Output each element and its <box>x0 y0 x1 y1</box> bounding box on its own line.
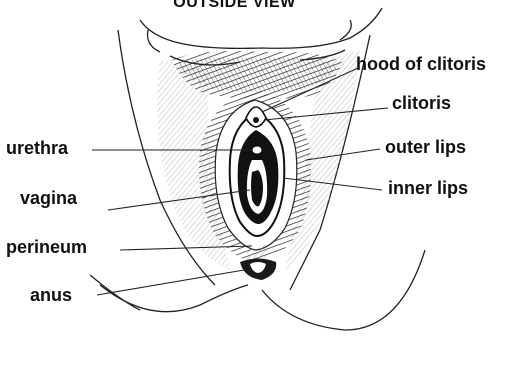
label-anus: anus <box>30 285 72 306</box>
label-inner-lips: inner lips <box>388 178 468 199</box>
label-vagina: vagina <box>20 188 77 209</box>
label-urethra: urethra <box>6 138 68 159</box>
urethra-opening <box>252 146 262 154</box>
diagram-title: OUTSIDE VIEW <box>0 0 494 12</box>
label-outer-lips: outer lips <box>385 137 466 158</box>
clitoris-shape <box>253 117 259 123</box>
label-clitoris: clitoris <box>392 93 451 114</box>
label-hood-of-clitoris: hood of clitoris <box>356 54 486 75</box>
label-perineum: perineum <box>6 237 87 258</box>
leader-anus <box>97 270 244 295</box>
